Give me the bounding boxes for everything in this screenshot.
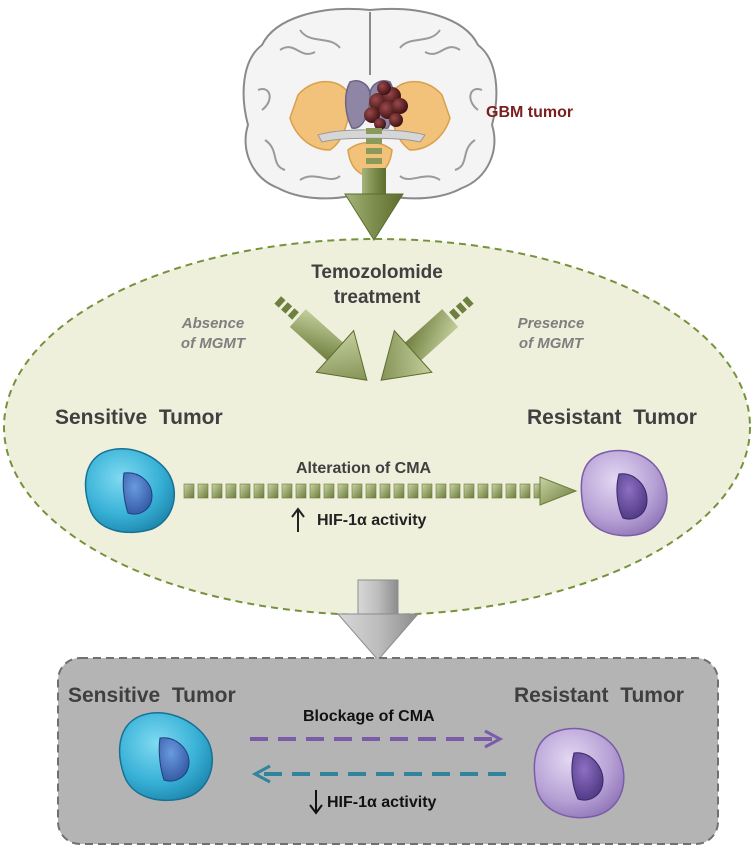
- cma-arrow-stud: [351, 483, 363, 499]
- sensitive-cell-top: [84, 448, 175, 534]
- cma-arrow-stud: [323, 483, 335, 499]
- alteration-of-cma-label: Alteration of CMA: [296, 460, 432, 477]
- hif-activity-down-label: HIF-1α activity: [327, 794, 437, 811]
- cma-arrow-stud: [337, 483, 349, 499]
- cma-arrow-stud: [267, 483, 279, 499]
- cma-arrow-stud: [239, 483, 251, 499]
- treatment-label: treatment: [333, 287, 421, 308]
- to-blockage-arrow: [336, 579, 420, 661]
- cma-arrow-stud: [449, 483, 461, 499]
- resistant-tumor-label-top: Resistant Tumor: [527, 406, 697, 429]
- cma-arrow-stud: [435, 483, 447, 499]
- cma-arrow-stud: [253, 483, 265, 499]
- gbm-tumor-mass: [364, 81, 408, 130]
- cma-arrow-stud: [309, 483, 321, 499]
- blockage-reverse-arrow: [251, 764, 508, 784]
- cma-arrow-stud: [365, 483, 377, 499]
- cma-arrow-stud: [393, 483, 405, 499]
- cma-arrow-stud: [295, 483, 307, 499]
- cma-alteration-arrow: [183, 483, 545, 499]
- cma-arrow-stud: [197, 483, 209, 499]
- brain-to-treatment-arrow: [344, 128, 404, 241]
- resistant-cell-bottom: [533, 727, 625, 819]
- absence-of-mgmt-label-1: Absence: [181, 315, 245, 332]
- resistant-tumor-label-bottom: Resistant Tumor: [514, 684, 684, 707]
- sensitive-tumor-label-bottom: Sensitive Tumor: [68, 684, 236, 707]
- sensitive-cell-bottom: [118, 712, 213, 802]
- sensitive-tumor-label-top: Sensitive Tumor: [55, 406, 223, 429]
- absence-of-mgmt-label-2: of MGMT: [180, 335, 246, 352]
- cma-arrow-stud: [505, 483, 517, 499]
- blockage-forward-arrow: [250, 729, 504, 749]
- blockage-of-cma-label: Blockage of CMA: [303, 708, 435, 725]
- cma-alteration-arrowhead: [539, 476, 578, 506]
- cma-arrow-stud: [477, 483, 489, 499]
- cma-arrow-stud: [379, 483, 391, 499]
- absence-mgmt-arrow: [274, 296, 368, 381]
- hif-down-arrow: [309, 790, 323, 815]
- cma-arrow-stud: [281, 483, 293, 499]
- resistant-cell-top: [580, 449, 668, 537]
- temozolomide-label: Temozolomide: [311, 262, 443, 283]
- cma-arrow-stud: [407, 483, 419, 499]
- cma-arrow-stud: [225, 483, 237, 499]
- cma-arrow-stud: [421, 483, 433, 499]
- treatment-ellipse: [3, 238, 751, 616]
- hif-activity-up-label: HIF-1α activity: [317, 512, 427, 529]
- cma-arrow-stud: [519, 483, 531, 499]
- gbm-tumor-label: GBM tumor: [486, 104, 574, 121]
- cma-arrow-stud: [183, 483, 195, 499]
- hif-up-arrow: [291, 507, 305, 532]
- presence-of-mgmt-label-2: of MGMT: [518, 335, 584, 352]
- brain-illustration: [242, 7, 498, 200]
- presence-of-mgmt-label-1: Presence: [517, 315, 585, 332]
- presence-mgmt-arrow: [380, 296, 474, 381]
- cma-arrow-stud: [491, 483, 503, 499]
- cma-arrow-stud: [211, 483, 223, 499]
- cma-arrow-stud: [463, 483, 475, 499]
